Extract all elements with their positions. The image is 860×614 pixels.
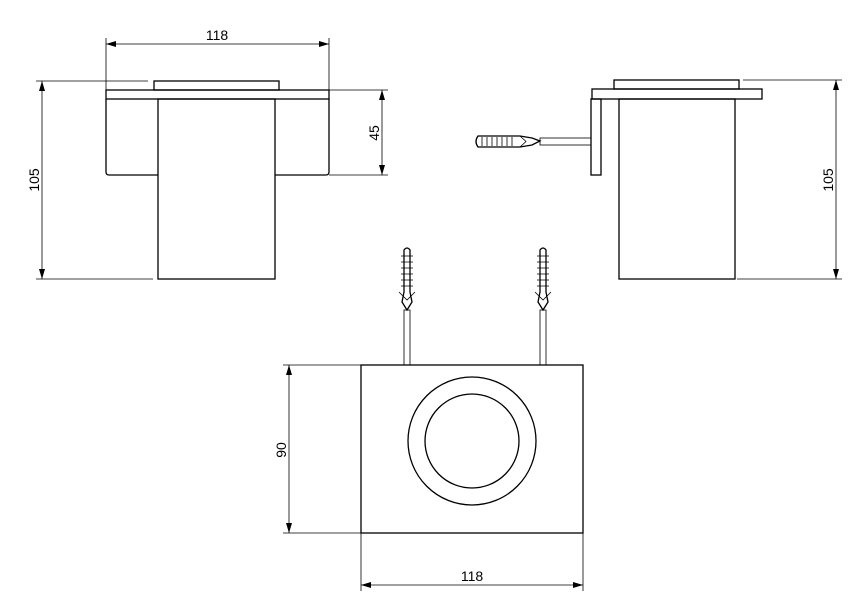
wall-plate — [360, 364, 584, 534]
top-view: 90 118 — [273, 247, 584, 591]
screw-rod — [539, 137, 592, 146]
top-plate — [591, 88, 763, 100]
wall-bracket — [590, 98, 602, 176]
cup-cylinder — [157, 98, 276, 280]
wall-anchor-icon — [398, 247, 416, 312]
cap — [613, 79, 740, 90]
screw-rod-left — [403, 309, 411, 366]
dimension-width-label: 118 — [206, 27, 229, 43]
dimension-height-label: 105 — [26, 168, 42, 192]
front-view: 118 105 45 — [26, 27, 388, 280]
dimension-depth-label: 90 — [273, 442, 289, 458]
cup-cylinder — [618, 98, 736, 280]
wall-anchor-icon — [475, 135, 542, 148]
screw-rod-right — [539, 309, 547, 366]
cap — [153, 80, 280, 91]
wall-plate — [105, 89, 330, 100]
wall-anchor-icon — [534, 247, 552, 312]
cup-inner-ring — [424, 393, 520, 489]
plate-body — [105, 99, 330, 176]
dimension-height-label: 105 — [820, 168, 836, 192]
dimension-width-label: 118 — [461, 568, 484, 584]
cup-outer-ring — [407, 376, 537, 506]
dimension-plate-label: 45 — [366, 125, 382, 141]
side-view: 105 — [475, 79, 842, 280]
